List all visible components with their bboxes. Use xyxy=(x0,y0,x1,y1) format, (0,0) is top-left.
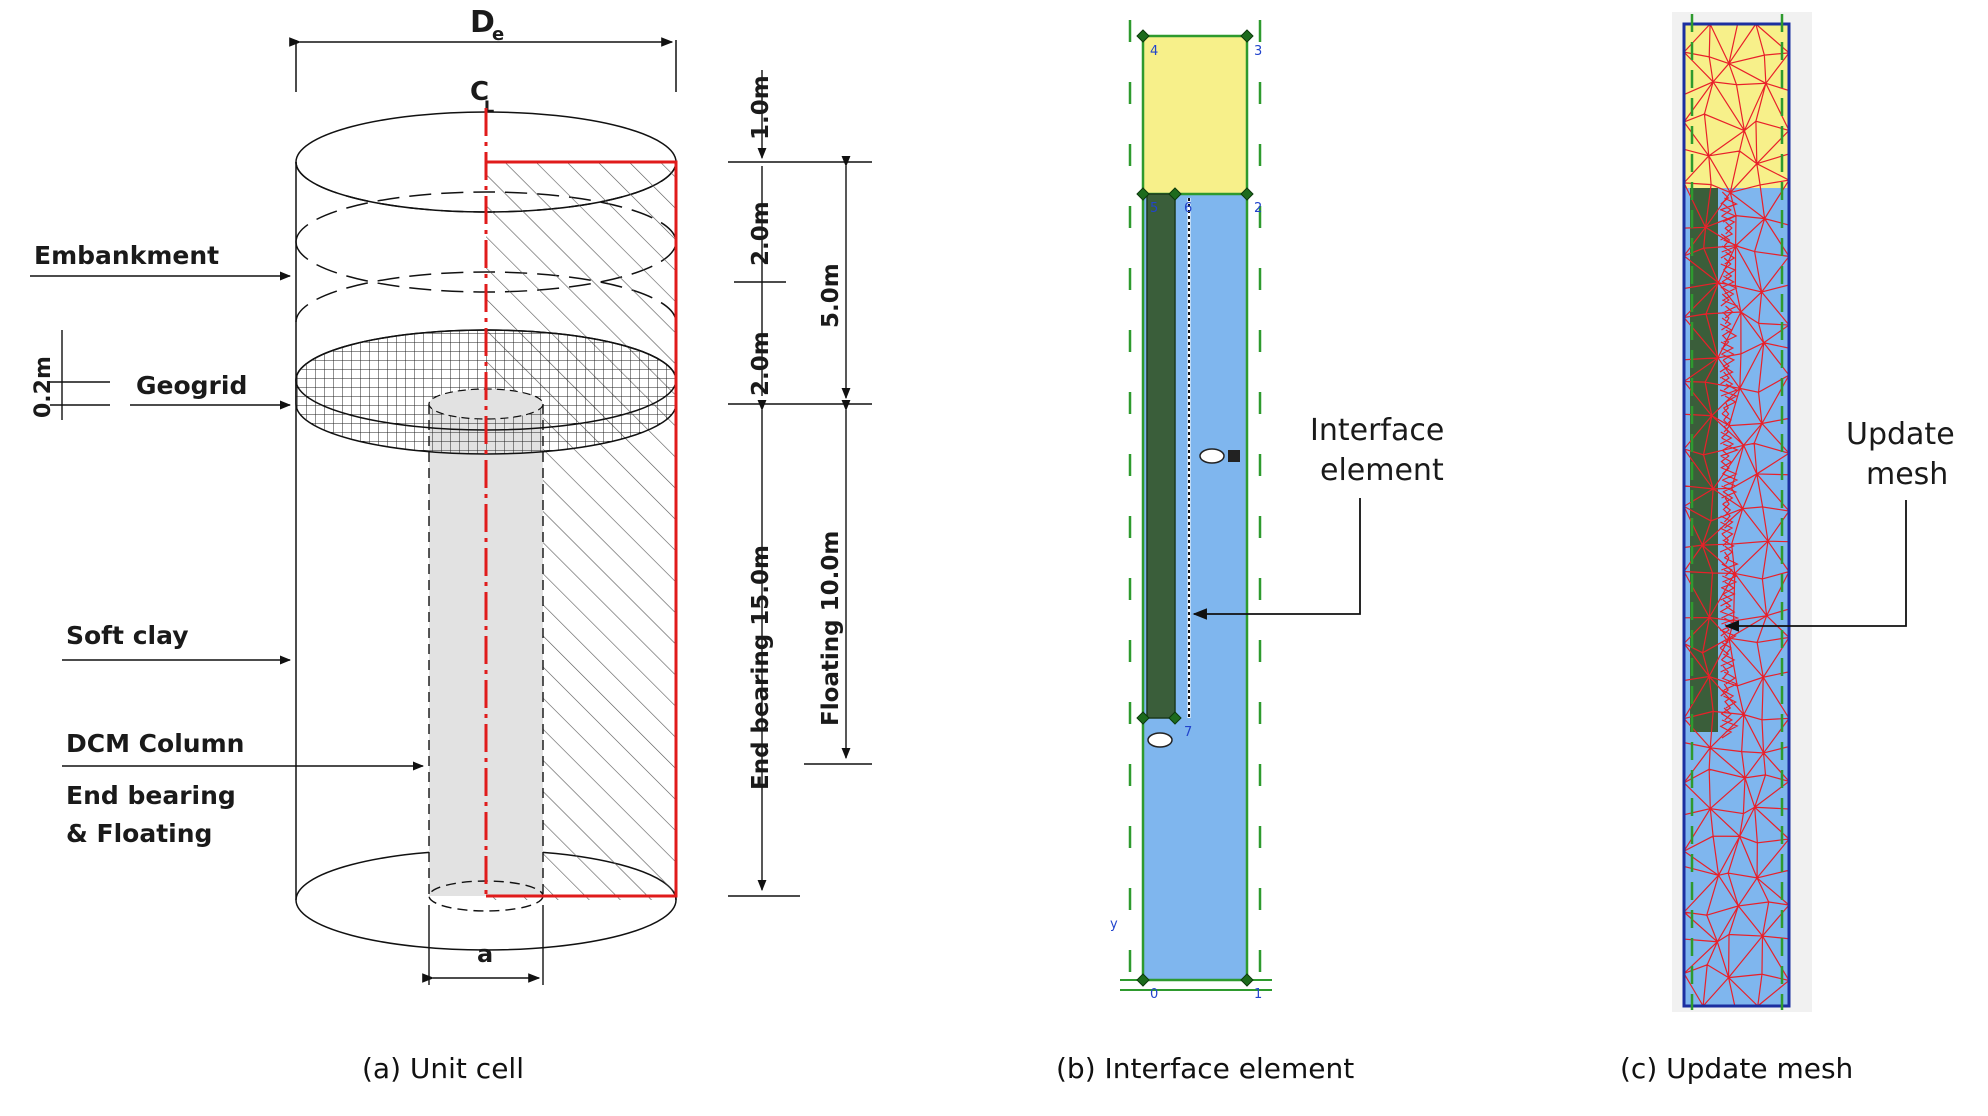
caption-c: (c) Update mesh xyxy=(1620,1052,1853,1085)
dim-2m-lower: 2.0m xyxy=(748,331,774,396)
mesh-border xyxy=(1682,22,1791,1008)
mesh-triangles xyxy=(1683,23,1790,1007)
dim-floating: Floating 10.0m xyxy=(818,531,844,726)
node-6: 6 xyxy=(1184,201,1192,216)
nodes xyxy=(1136,29,1254,987)
point-marker-2 xyxy=(1147,732,1173,748)
end-bearing-label: End bearing xyxy=(66,781,236,810)
diameter-subscript: e xyxy=(492,24,504,45)
embankment-label: Embankment xyxy=(34,241,219,270)
mesh-callout-arrow xyxy=(1724,500,1907,632)
node-7: 7 xyxy=(1184,725,1192,740)
dim-2m-upper: 2.0m xyxy=(748,201,774,266)
centerline-subscript: L xyxy=(484,97,494,116)
node-3: 3 xyxy=(1254,44,1262,59)
caption-b: (b) Interface element xyxy=(1056,1052,1354,1085)
mesh-callout-line1: Update xyxy=(1846,417,1955,452)
mesh-refinement xyxy=(1719,191,1740,739)
point-marker xyxy=(1199,448,1225,464)
interface-callout-arrow xyxy=(1192,498,1361,620)
geogrid-label: Geogrid xyxy=(136,371,247,400)
dcm-column-element xyxy=(1146,193,1176,719)
panel-update-mesh: Update mesh (c) Update mesh xyxy=(1620,12,1955,1085)
fixity-lines xyxy=(1128,20,1262,990)
mesh-embankment xyxy=(1684,24,1789,188)
node-2: 2 xyxy=(1254,201,1262,216)
interface-callout-line1: Interface xyxy=(1310,413,1444,448)
caption-a: (a) Unit cell xyxy=(362,1052,524,1085)
dim-5m: 5.0m xyxy=(818,263,844,328)
centerline-label: C xyxy=(470,77,489,107)
diameter-label: D xyxy=(470,5,495,40)
model-boundary xyxy=(486,160,678,898)
node-4: 4 xyxy=(1150,44,1158,59)
node-0: 0 xyxy=(1150,987,1158,1002)
dimension-lines xyxy=(728,70,872,897)
mesh-column xyxy=(1690,188,1718,732)
embankment-zone xyxy=(1143,36,1247,194)
axis-y-label: y xyxy=(1110,917,1118,932)
floating-label: & Floating xyxy=(66,819,212,848)
point-tag xyxy=(1228,450,1240,462)
mesh-callout-line2: mesh xyxy=(1866,457,1948,492)
column-width-label: a xyxy=(477,940,493,968)
soft-clay-label: Soft clay xyxy=(66,621,189,650)
dcm-column-label: DCM Column xyxy=(66,729,244,758)
panel-interface-element: 4 3 5 6 2 7 0 1 y Interface element (b) … xyxy=(1056,20,1444,1085)
panel-unit-cell: D e C L xyxy=(30,5,872,1085)
interface-callout-line2: element xyxy=(1320,453,1444,488)
node-5: 5 xyxy=(1150,201,1158,216)
dim-end-bearing: End bearing 15.0m xyxy=(748,545,774,790)
dim-1m: 1.0m xyxy=(748,75,774,140)
geogrid-thickness-label: 0.2m xyxy=(31,356,56,418)
node-1: 1 xyxy=(1254,987,1262,1002)
